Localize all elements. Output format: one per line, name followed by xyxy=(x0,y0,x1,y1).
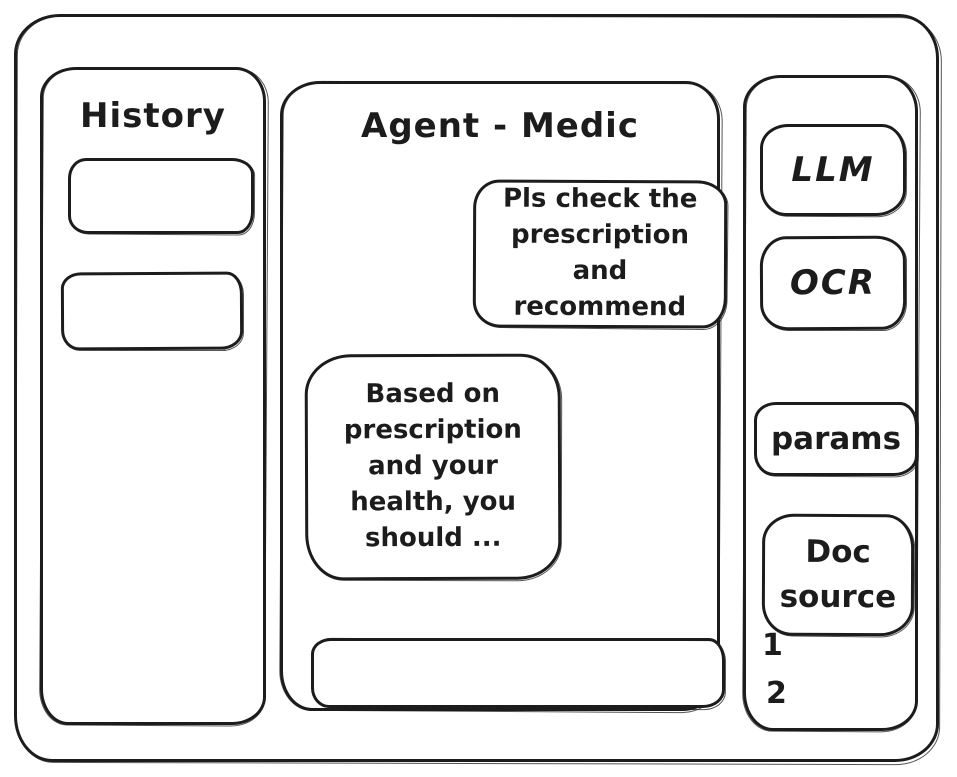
params-button[interactable]: params xyxy=(754,402,918,476)
history-item[interactable] xyxy=(68,158,254,234)
history-item[interactable] xyxy=(60,271,244,351)
message-input[interactable] xyxy=(311,638,725,708)
chat-title: Agent - Medic xyxy=(361,106,639,146)
agent-message-text: Based on prescription and your health, y… xyxy=(343,379,522,554)
llm-button[interactable]: LLM xyxy=(760,124,906,216)
app-window-frame: History Agent - Medic Pls check the pres… xyxy=(14,14,939,762)
tools-panel: LLM OCR params Doc source 1 2 xyxy=(743,75,918,731)
ocr-button[interactable]: OCR xyxy=(759,235,907,331)
doc-source-item-1[interactable]: 1 xyxy=(762,628,783,663)
agent-message-bubble: Based on prescription and your health, y… xyxy=(304,353,562,581)
history-sidebar: History xyxy=(40,67,266,725)
doc-source-item-2[interactable]: 2 xyxy=(766,676,787,711)
user-message-text: Pls check the prescription and recommend xyxy=(502,183,698,323)
history-title: History xyxy=(80,96,226,136)
user-message-bubble: Pls check the prescription and recommend xyxy=(472,179,728,329)
chat-panel: Agent - Medic Pls check the prescription… xyxy=(280,81,728,711)
doc-source-button[interactable]: Doc source xyxy=(761,513,915,637)
